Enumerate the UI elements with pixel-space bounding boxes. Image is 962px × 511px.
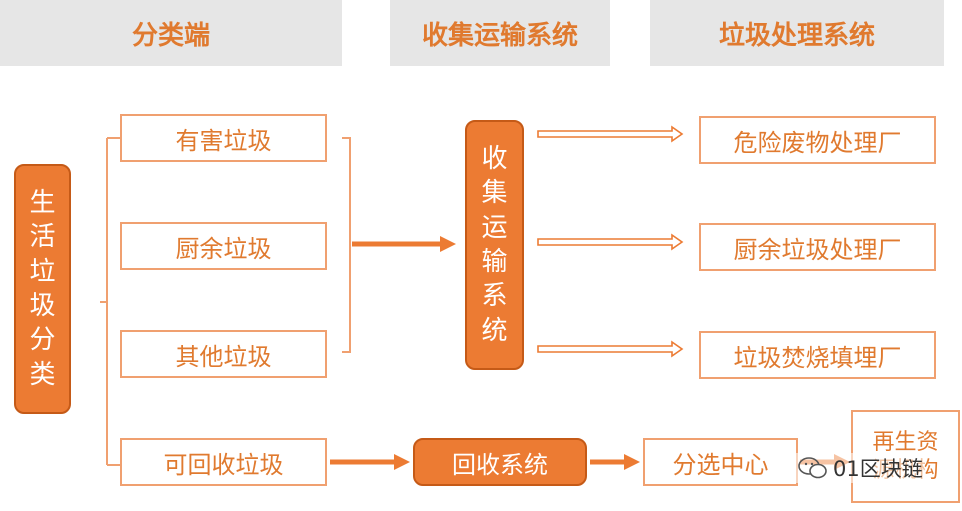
wechat-icon xyxy=(798,457,827,479)
category-other: 其他垃圾 xyxy=(120,330,327,378)
root-char: 类 xyxy=(29,359,56,390)
watermark: 01区块链 xyxy=(795,453,925,483)
renewable-line: 再生资 xyxy=(872,430,939,455)
transport-char: 收 xyxy=(481,144,508,175)
arrow-to-incinerate-plant xyxy=(537,340,684,358)
root-household-waste: 生 活 垃 圾 分 类 xyxy=(14,164,71,414)
watermark-text: 01区块链 xyxy=(833,457,923,481)
transport-char: 集 xyxy=(481,178,508,209)
root-char: 生 xyxy=(29,188,56,219)
root-bracket xyxy=(100,137,120,466)
arrow-to-transport xyxy=(352,236,456,252)
header-classification: 分类端 xyxy=(0,0,342,66)
category-hazardous: 有害垃圾 xyxy=(120,114,327,162)
root-char: 垃 xyxy=(29,256,56,287)
header-transport: 收集运输系统 xyxy=(390,0,610,66)
arrow-to-kitchen-plant xyxy=(537,233,684,251)
root-char: 圾 xyxy=(29,291,56,321)
transport-system: 收 集 运 输 系 统 xyxy=(465,120,524,370)
arrow-to-hazardous-plant xyxy=(537,125,684,143)
transport-char: 系 xyxy=(481,281,508,312)
transport-char: 运 xyxy=(481,212,508,243)
recycle-system: 回收系统 xyxy=(413,438,587,486)
category-recyclable: 可回收垃圾 xyxy=(120,438,327,486)
sorting-center: 分选中心 xyxy=(643,438,798,486)
category-bracket xyxy=(342,137,351,353)
root-char: 分 xyxy=(29,325,56,356)
root-char: 活 xyxy=(29,222,56,253)
header-treatment: 垃圾处理系统 xyxy=(650,0,944,66)
arrow-to-recycle-system xyxy=(330,454,410,470)
arrow-to-sorting-center xyxy=(590,454,640,470)
plant-hazardous: 危险废物处理厂 xyxy=(699,116,936,164)
plant-incinerate: 垃圾焚烧填埋厂 xyxy=(699,331,936,379)
category-kitchen: 厨余垃圾 xyxy=(120,222,327,270)
plant-kitchen: 厨余垃圾处理厂 xyxy=(699,223,936,271)
transport-char: 统 xyxy=(481,315,508,346)
transport-char: 输 xyxy=(481,247,508,277)
